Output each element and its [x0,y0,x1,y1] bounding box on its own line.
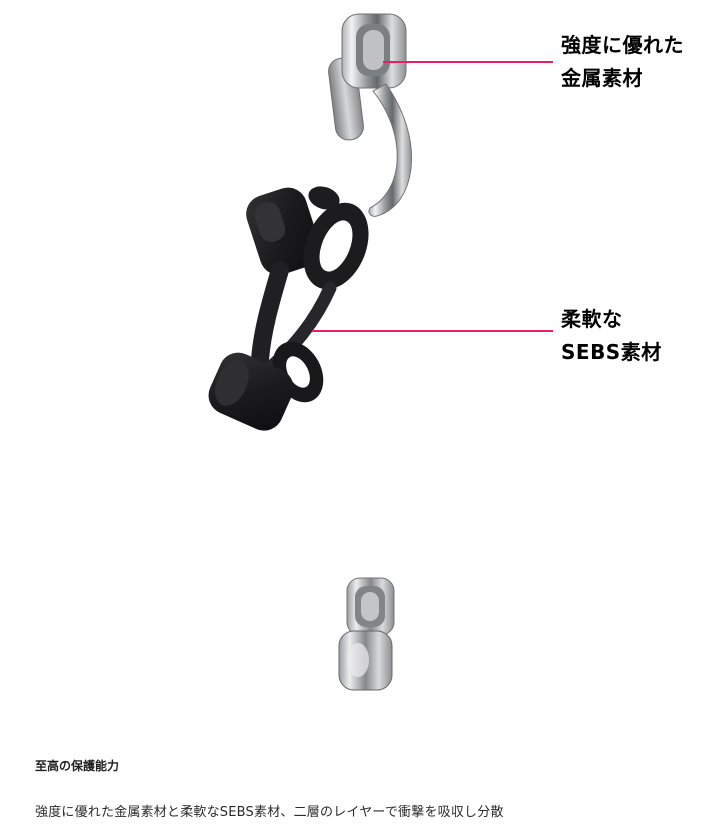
section-description: 強度に優れた金属素材と柔軟なSEBS素材、二層のレイヤーで衝撃を吸収し分散 [35,805,504,820]
callout-label-metal-line2: 金属素材 [561,66,643,90]
callout-label-sebs: 柔軟な SEBS素材 [561,303,662,369]
sebs-bumper-image [208,186,369,431]
section-heading: 至高の保護能力 [35,759,120,773]
metal-clip-image [328,13,413,217]
callout-label-metal: 強度に優れた 金属素材 [561,29,684,95]
assembled-metal-clip-image [338,577,395,691]
callout-label-sebs-line1: 柔軟な [561,307,623,331]
callout-label-sebs-line2: SEBS素材 [561,340,662,364]
callout-line-metal [383,61,553,63]
callout-line-sebs [312,330,553,332]
callout-label-metal-line1: 強度に優れた [561,33,684,57]
